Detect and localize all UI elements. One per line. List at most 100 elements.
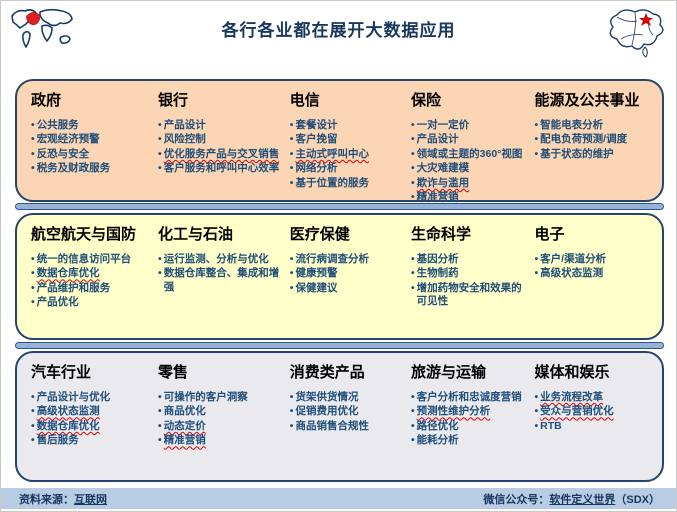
- wechat-link[interactable]: 软件定义世界: [549, 493, 616, 506]
- list-item-label: 产品设计与优化: [36, 391, 111, 403]
- list-item-label: 增加药物安全和效果的可见性: [416, 281, 522, 308]
- industry-column: 电信•套餐设计•客户挽留•主动式呼叫中心•网络分析•基于位置的服务: [290, 88, 405, 206]
- bullet-icon: •: [289, 162, 294, 175]
- list-item: •客户挽留: [290, 133, 405, 146]
- list-item-label: 精准营销: [416, 191, 459, 204]
- list-item: •基因分析: [411, 253, 529, 266]
- bullet-icon: •: [289, 281, 294, 294]
- bullet-icon: •: [31, 434, 35, 447]
- bullet-icon: •: [289, 405, 294, 418]
- list-item: •精准营销: [158, 434, 284, 447]
- list-item: •售后服务: [31, 434, 152, 447]
- list-item: •动态定价: [158, 420, 284, 433]
- bullet-icon: •: [534, 133, 539, 146]
- list-item: •路径优化: [411, 420, 529, 433]
- bullet-icon: •: [289, 267, 294, 280]
- list-item-label: 运行监测、分析与优化: [163, 253, 269, 265]
- list-item: •主动式呼叫中心: [290, 148, 405, 161]
- industry-header: 零售: [158, 364, 189, 381]
- list-item-label: 产品设计: [416, 133, 459, 146]
- bullet-icon: •: [410, 176, 415, 189]
- list-item-label: 优化服务产品与交叉销售: [163, 147, 280, 160]
- list-item-label: 保健建议: [295, 281, 338, 294]
- bullet-icon: •: [31, 253, 35, 265]
- divider-bar: [15, 203, 664, 210]
- list-item-label: 一对一定价: [416, 119, 470, 131]
- list-item-label: 风险控制: [163, 133, 206, 146]
- source-link[interactable]: 互联网: [74, 493, 107, 506]
- list-item-label: 客户分析和忠诚度营销: [416, 391, 522, 403]
- list-item-label: 网络分析: [295, 162, 338, 175]
- industry-header: 生命科学: [410, 226, 471, 243]
- china-map-icon: [609, 9, 664, 58]
- list-item: •风险控制: [158, 133, 284, 146]
- bullet-icon: •: [31, 296, 35, 309]
- bullet-icon: •: [410, 119, 415, 131]
- list-item: •基于状态的维护: [534, 148, 652, 161]
- industry-column: 消费类产品•货架供货情况•促销费用优化•商品销售合规性: [290, 360, 405, 477]
- bullet-icon: •: [158, 391, 162, 403]
- industry-header: 银行: [158, 92, 189, 109]
- list-item: •数据仓库整合、集成和增强: [158, 267, 284, 294]
- bullet-icon: •: [31, 133, 35, 146]
- list-item-label: 高级状态监测: [540, 267, 604, 280]
- list-item-label: 领域或主题的360°视图: [416, 147, 523, 160]
- list-item: •客户分析和忠诚度营销: [411, 391, 529, 404]
- list-item: •商品优化: [158, 405, 284, 418]
- industry-column: 汽车行业•产品设计与优化•高级状态监测•数据仓库优化•售后服务: [31, 360, 152, 477]
- list-item: •高级状态监测: [534, 267, 652, 280]
- list-item-label: 能耗分析: [416, 434, 459, 447]
- list-item: •客户/渠道分析: [534, 253, 652, 266]
- source-text: 资料来源：互联网: [19, 491, 107, 507]
- list-item: •高级状态监测: [31, 405, 152, 418]
- bullet-icon: •: [534, 147, 539, 160]
- list-item: •数据仓库优化: [31, 267, 152, 280]
- list-item: •产品设计: [158, 119, 284, 132]
- bullet-icon: •: [158, 434, 162, 447]
- list-item-label: 售后服务: [36, 434, 79, 447]
- list-item-label: 产品优化: [36, 296, 79, 309]
- list-item: •套餐设计: [290, 119, 405, 132]
- list-item: •流行病调查分析: [290, 253, 405, 266]
- industry-column: 生命科学•基因分析•生物制药•增加药物安全和效果的可见性: [411, 222, 529, 335]
- list-item: •税务及财政服务: [31, 162, 152, 175]
- list-item: •保健建议: [290, 282, 405, 295]
- list-item: •反恐与安全: [31, 148, 152, 161]
- list-item: •公共服务: [31, 119, 152, 132]
- bullet-icon: •: [289, 133, 294, 146]
- list-item: •运行监测、分析与优化: [158, 253, 284, 266]
- bullet-icon: •: [289, 119, 294, 131]
- bullet-icon: •: [158, 405, 162, 418]
- industry-column: 航空航天与国防•统一的信息访问平台•数据仓库优化•产品维护和服务•产品优化: [31, 222, 152, 335]
- list-item: •能耗分析: [411, 434, 529, 447]
- bullet-icon: •: [534, 405, 539, 418]
- bullet-icon: •: [158, 147, 162, 160]
- list-item-label: 货架供货情况: [295, 391, 359, 403]
- bullet-icon: •: [289, 419, 294, 432]
- list-item-label: RTB: [540, 419, 562, 432]
- list-item: •产品设计与优化: [31, 391, 152, 404]
- list-item: •优化服务产品与交叉销售: [158, 148, 284, 161]
- list-item: •配电负荷预测/调度: [534, 133, 652, 146]
- industry-column: 银行•产品设计•风险控制•优化服务产品与交叉销售•客户服务和呼叫中心效率: [158, 88, 284, 206]
- list-item: •领域或主题的360°视图: [411, 148, 529, 161]
- list-item: •受众与营销优化: [534, 405, 652, 418]
- industry-header: 消费类产品: [289, 364, 365, 381]
- bullet-icon: •: [289, 147, 294, 160]
- list-item-label: 套餐设计: [295, 119, 338, 131]
- industry-header: 媒体和娱乐: [534, 364, 610, 381]
- bullet-icon: •: [158, 419, 162, 432]
- list-item: •统一的信息访问平台: [31, 253, 152, 266]
- industry-header: 旅游与运输: [410, 364, 486, 381]
- bullet-icon: •: [289, 253, 294, 265]
- list-item-label: 动态定价: [163, 419, 206, 432]
- industry-panel-row-2: 航空航天与国防•统一的信息访问平台•数据仓库优化•产品维护和服务•产品优化化工与…: [15, 213, 664, 340]
- list-item-label: 商品销售合规性: [295, 419, 369, 432]
- list-item: •生物制药: [411, 267, 529, 280]
- bullet-icon: •: [410, 162, 415, 175]
- bullet-icon: •: [410, 133, 415, 146]
- bullet-icon: •: [158, 267, 162, 280]
- list-item-label: 受众与营销优化: [540, 405, 614, 418]
- list-item: •RTB: [534, 420, 652, 433]
- list-item: •货架供货情况: [290, 391, 405, 404]
